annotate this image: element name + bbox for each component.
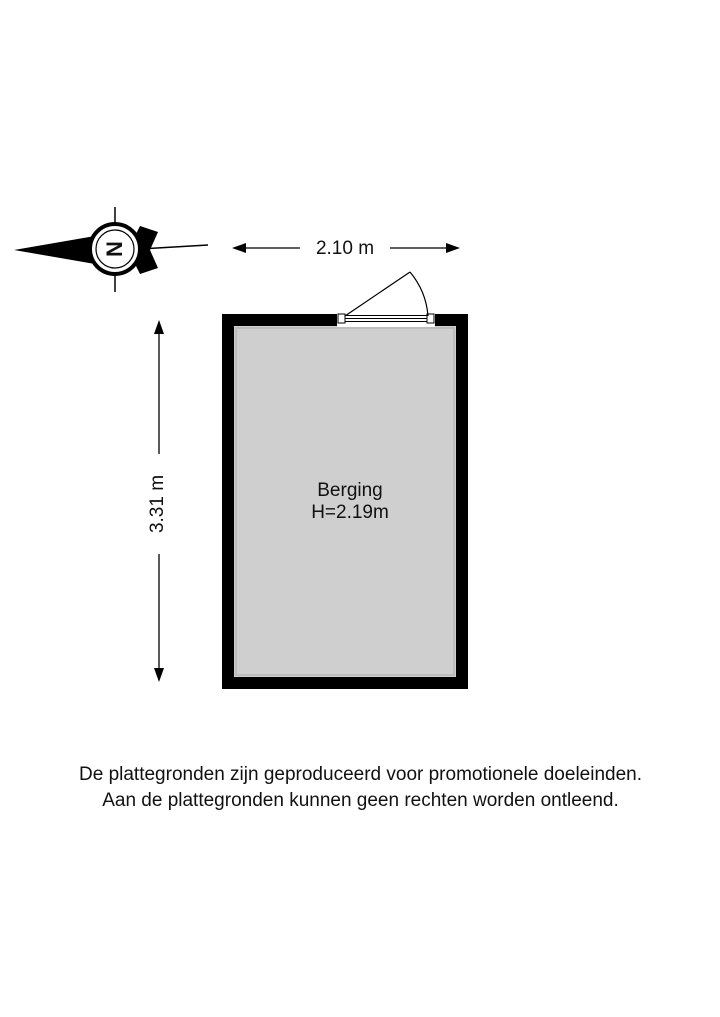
door: [337, 271, 435, 327]
room-height: H=2.19m: [311, 502, 389, 523]
compass-icon: [14, 207, 209, 292]
room-berging: [222, 314, 468, 689]
width-dimension-label: 2.10 m: [300, 237, 390, 261]
disclaimer-line-1: De plattegronden zijn geproduceerd voor …: [79, 764, 642, 785]
depth-dimension-label: 3.31 m: [146, 454, 170, 554]
room-name: Berging: [317, 480, 383, 501]
room-label: Berging H=2.19m: [280, 480, 420, 524]
disclaimer: De plattegronden zijn geproduceerd voor …: [0, 762, 720, 814]
compass-north-label: N: [102, 241, 127, 257]
disclaimer-line-2: Aan de plattegronden kunnen geen rechten…: [102, 790, 619, 811]
